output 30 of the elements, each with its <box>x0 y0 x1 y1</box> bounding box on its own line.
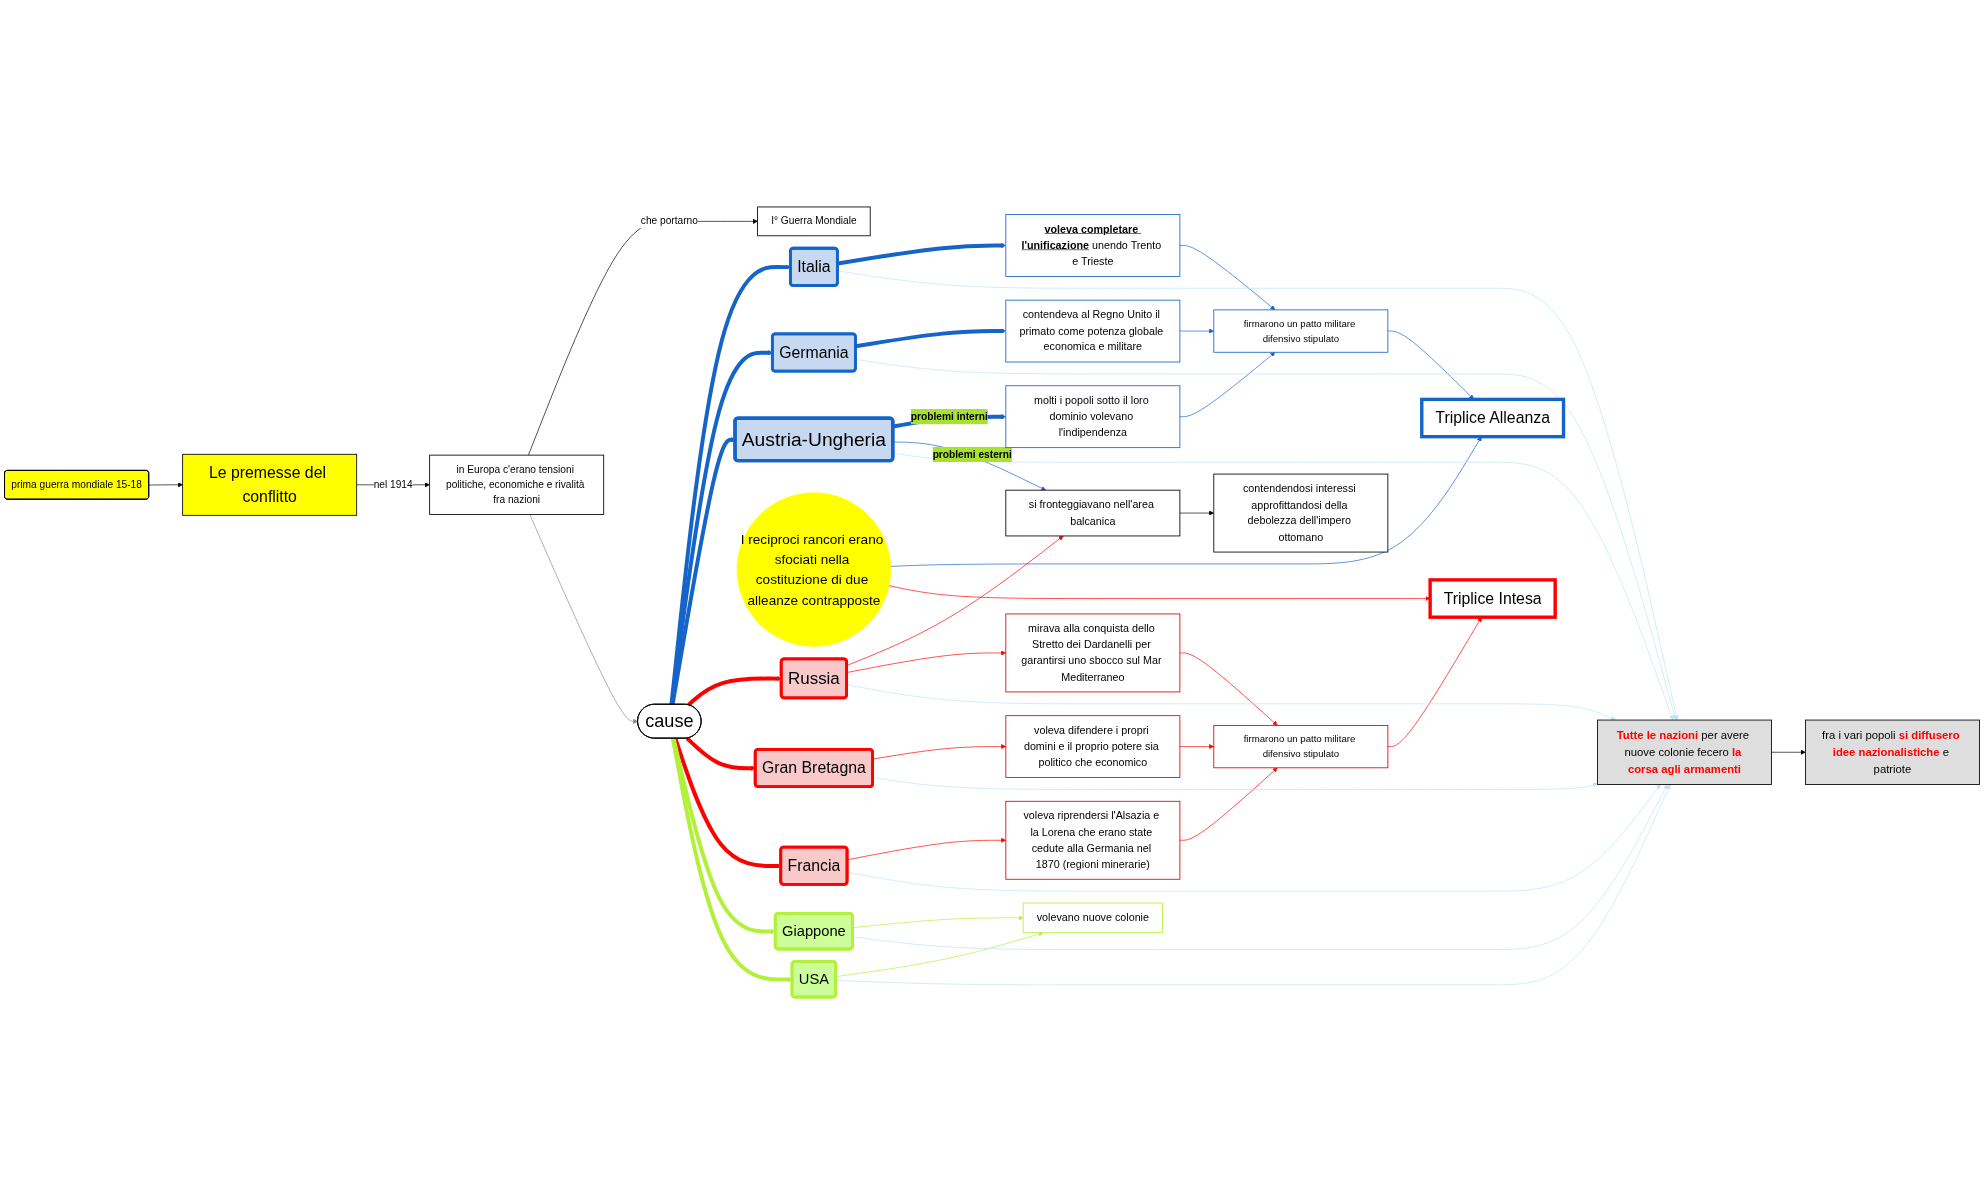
edge-label: che portarno <box>640 215 698 227</box>
node-box: voleva completare l'unificazione unendo Trento e Trieste <box>1005 214 1181 277</box>
node-box: contendeva al Regno Unito il primato come potenza globale economica e militare <box>1005 299 1181 363</box>
node-box: molti i popoli sotto il loro dominio volevano l'indipendenza <box>1005 385 1181 449</box>
node-box: mirava alla conquista dello Stretto dei Dardanelli per garantirsi uno sbocco sul Mar Mediterraneo <box>1005 613 1181 693</box>
node-box: volevano nuove colonie <box>1022 902 1163 934</box>
node-box: voleva difendere i propri domini e il proprio potere sia politico che economico <box>1005 715 1181 778</box>
node-box: voleva riprendersi l'Alsazia e la Lorena che erano state cedute alla Germania nel 1870 (regioni minerarie) <box>1005 800 1181 880</box>
edge-label: nel 1914 <box>373 478 413 491</box>
node-box: Le premesse del conflitto <box>182 453 358 516</box>
node-box: fra i vari popoli si diffusero idee nazionalistiche e patriote <box>1805 719 1980 785</box>
node-box: contendendosi interessi approfittandosi della debolezza dell'impero ottomano <box>1213 473 1389 553</box>
node-box: Triplice Alleanza <box>1420 397 1566 439</box>
arrow <box>855 328 1007 349</box>
arrow <box>670 738 793 982</box>
arrow <box>837 243 1007 266</box>
node-circle: I reciproci rancori erano sfociati nella costituzione di due alleanze contrapposte <box>736 492 892 647</box>
edge-label: problemi esterni <box>932 448 1012 460</box>
node-box: Triplice Intesa <box>1428 578 1557 619</box>
node-box: firmarono un patto militare difensivo stipulato <box>1213 725 1389 769</box>
arrow <box>685 736 756 771</box>
arrow <box>669 350 773 705</box>
node-box: I° Guerra Mondiale <box>757 206 871 237</box>
arrow <box>687 676 782 707</box>
node-box: Tutte le nazioni per avere nuove colonie fecero la corsa agli armamenti <box>1597 719 1772 785</box>
node-box: firmarono un patto militare difensivo stipulato <box>1213 309 1389 353</box>
node-box: si fronteggiavano nell'area balcanica <box>1005 489 1181 537</box>
arrow <box>669 264 791 705</box>
edge-label: problemi interni <box>910 410 988 423</box>
node-box: in Europa c'erano tensioni politiche, economiche e rivalità fra nazioni <box>429 454 605 515</box>
